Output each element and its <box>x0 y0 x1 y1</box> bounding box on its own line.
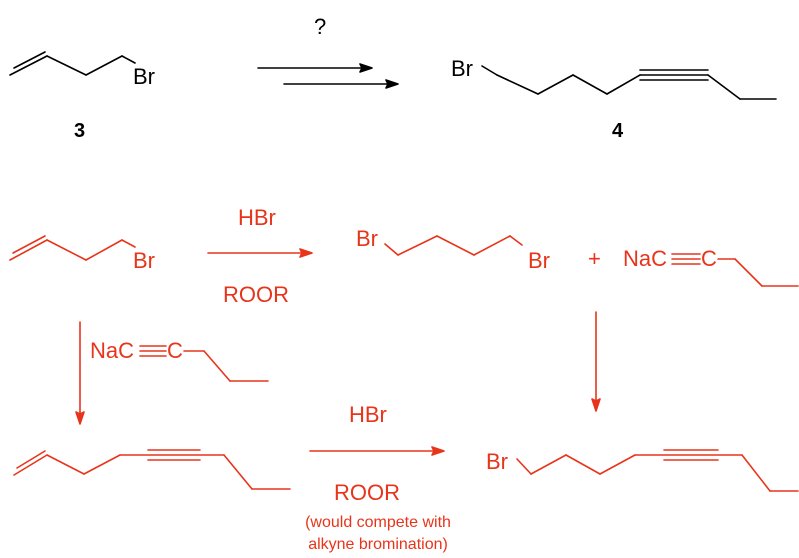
route-a-down-arrow <box>591 311 601 412</box>
route-b-acetylide-structure <box>139 345 269 382</box>
reactant-3-structure <box>9 51 136 76</box>
question-section <box>9 51 777 100</box>
final-product-br-label: Br <box>486 449 508 474</box>
route-start-structure <box>9 235 136 261</box>
final-product-structure <box>516 449 799 492</box>
question-arrows <box>257 63 399 89</box>
reactant-3-label: 3 <box>74 120 85 142</box>
product-4-br-label: Br <box>451 56 473 81</box>
reagent-question-mark: ? <box>314 14 326 39</box>
product-4-structure <box>481 65 777 100</box>
reactant-3-br-label: Br <box>133 64 155 89</box>
route-b-acetylide-c: C <box>167 338 183 363</box>
product-4-label: 4 <box>612 120 624 142</box>
answer-section <box>9 235 799 492</box>
route-a-acetylide-structure <box>671 253 799 287</box>
route-a-acetylide-nac: NaC <box>623 246 667 271</box>
plus-sign: + <box>588 246 601 271</box>
dibromide-br-right: Br <box>528 248 550 273</box>
route-a-reagent-hbr: HBr <box>238 205 276 230</box>
route-a-acetylide-c: C <box>701 246 717 271</box>
route-start-br-label: Br <box>133 248 155 273</box>
route-b-reagent-roor: ROOR <box>334 480 400 505</box>
dibromobutane-structure <box>384 235 523 256</box>
route-b-note-line1: (would compete with <box>305 514 451 531</box>
route-a-reagent-roor: ROOR <box>223 282 289 307</box>
route-b-note-line2: alkyne bromination) <box>308 536 448 553</box>
enyne-structure <box>13 449 291 490</box>
route-b-down-arrow <box>75 321 85 425</box>
route-a-arrow <box>207 248 313 258</box>
dibromide-br-left: Br <box>356 226 378 251</box>
route-b-reagent-hbr: HBr <box>349 402 387 427</box>
route-b-arrow <box>309 446 445 456</box>
route-b-acetylide-nac: NaC <box>90 338 134 363</box>
